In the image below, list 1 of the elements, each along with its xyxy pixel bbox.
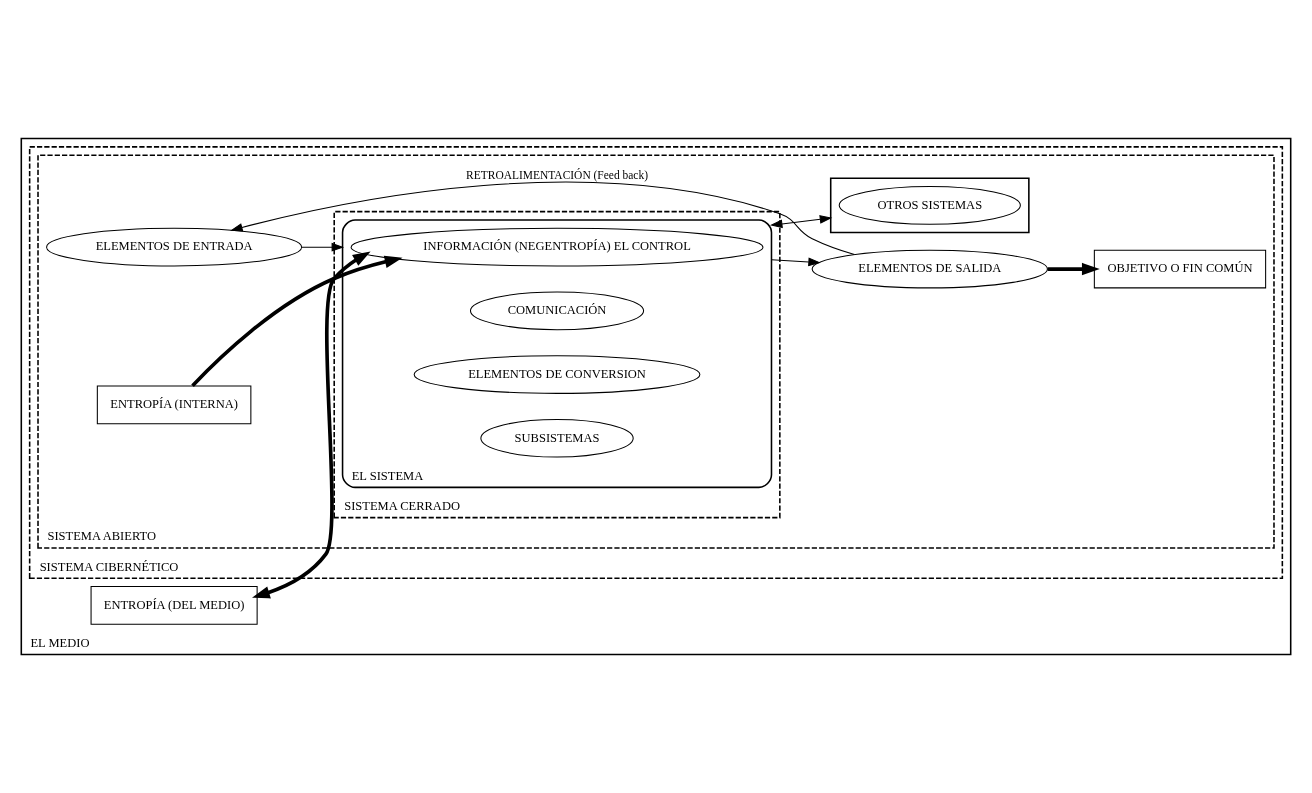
edge-label: RETROALIMENTACIÓN (Feed back)	[466, 169, 648, 182]
